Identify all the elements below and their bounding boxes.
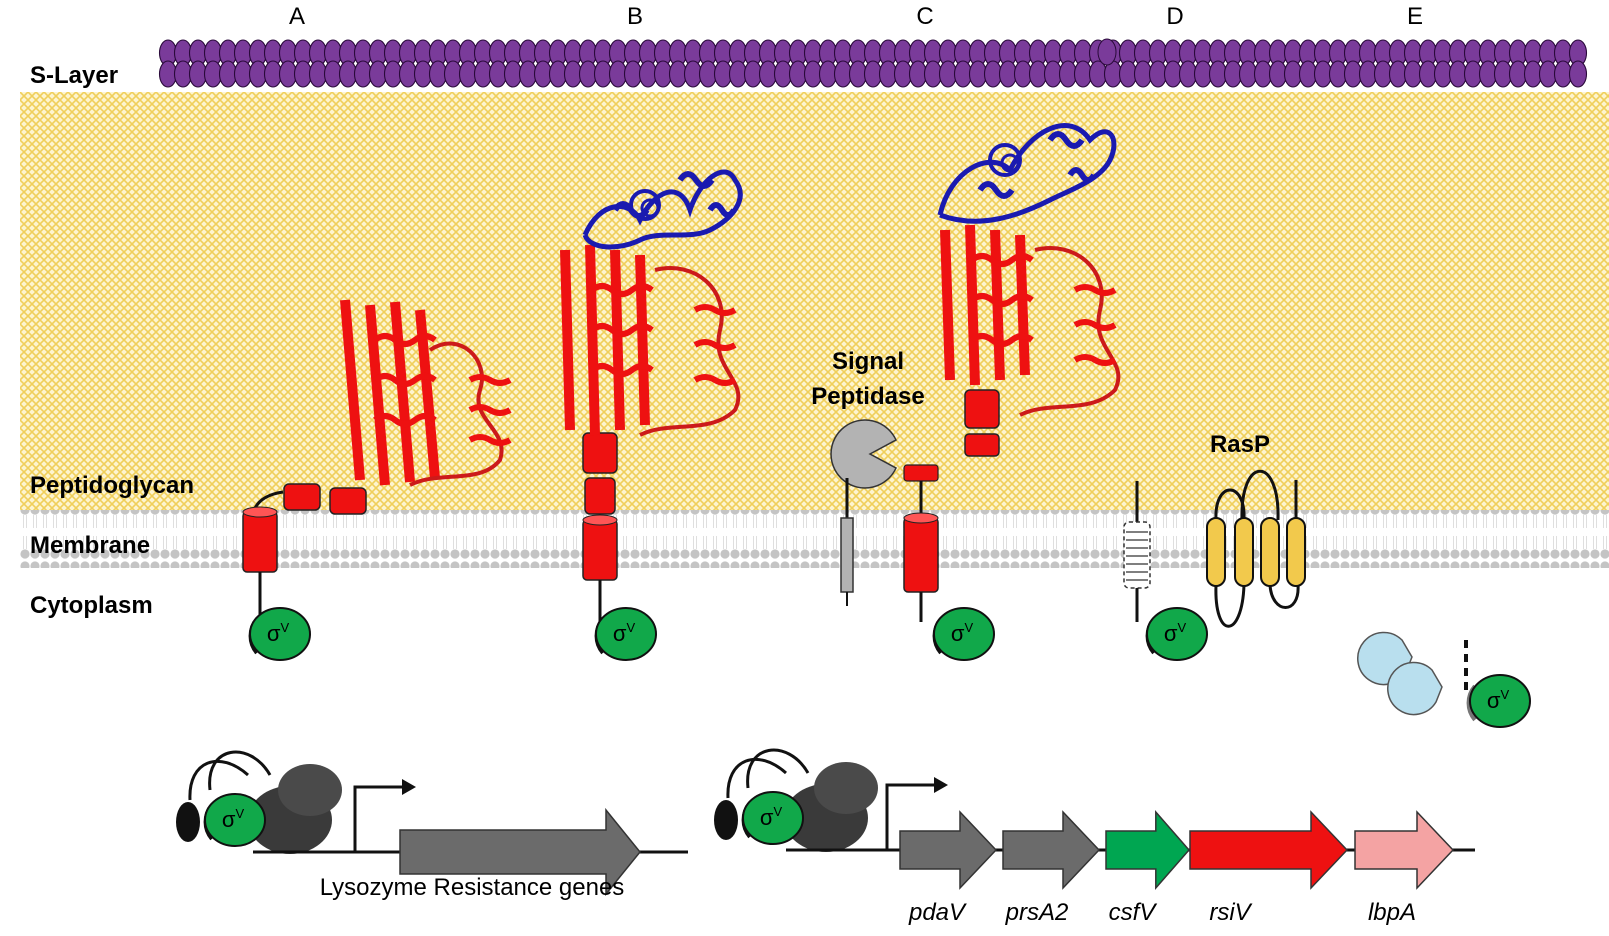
promoter-arrow-left [353, 785, 402, 852]
blue-domain-c [937, 123, 1117, 224]
s-layer-beads [158, 38, 1588, 88]
membrane-bilayer [20, 510, 1609, 568]
peptidoglycan-label: Peptidoglycan [30, 472, 194, 499]
membrane-label: Membrane [30, 532, 150, 559]
sigma-v-polymerase-left: σV [205, 794, 265, 846]
rsiv-column-a: σV [242, 299, 512, 660]
svg-text:σV: σV [1164, 620, 1187, 646]
rsiv-column-b: σV [560, 169, 743, 660]
lysozyme-genes-label: Lysozyme Resistance genes [320, 874, 625, 901]
rasp-protease [1206, 469, 1306, 628]
released-domain-c [937, 123, 1121, 457]
svg-text:σV: σV [1487, 687, 1510, 713]
signal-peptidase-label-1: Signal [832, 348, 904, 375]
rna-polymerase-left: σV [176, 750, 342, 854]
sigma-v-c: σV [934, 608, 994, 660]
rasp-column-d: σV RasP [1123, 431, 1306, 660]
svg-text:σV: σV [951, 620, 974, 646]
sigma-v-a: σV [250, 608, 310, 660]
gene-arrow-pdav [899, 810, 998, 890]
promoter-arrow-right [885, 783, 934, 850]
peptidoglycan-layer [20, 92, 1609, 512]
extracellular-domain-a [340, 299, 512, 487]
signal-peptidase [830, 419, 897, 606]
lysozyme-gene-arrow [399, 807, 641, 897]
column-label-e: E [1407, 3, 1423, 30]
rasp-label: RasP [1210, 431, 1270, 458]
svg-text:σV: σV [760, 804, 783, 830]
sigv-operon: σV pdaV prsA2 csfV rsiV lbpA [714, 748, 1475, 926]
gene-label-rsiv: rsiV [1209, 899, 1252, 926]
column-label-a: A [289, 3, 305, 30]
svg-text:σV: σV [613, 620, 636, 646]
column-label-c: C [916, 3, 933, 30]
sigma-v-b: σV [596, 608, 656, 660]
gene-arrow-csfv [1105, 810, 1190, 890]
protease-pacman-2 [1387, 661, 1443, 716]
gene-label-prsa2: prsA2 [1005, 899, 1069, 926]
s-layer-bead [1097, 38, 1117, 66]
gene-label-group: pdaV prsA2 csfV rsiV lbpA [908, 899, 1416, 926]
gene-arrow-lbpa [1354, 810, 1455, 890]
svg-text:σV: σV [267, 620, 290, 646]
rna-polymerase-right: σV [714, 748, 878, 852]
sigma-v-e: σV [1466, 674, 1531, 728]
s-layer-label: S-Layer [30, 62, 118, 89]
column-label-d: D [1166, 3, 1183, 30]
sigma-v-d: σV [1147, 608, 1207, 660]
sigma-v-polymerase-right: σV [743, 792, 803, 844]
svg-text:σV: σV [222, 806, 245, 832]
gene-label-lbpa: lbpA [1368, 899, 1416, 926]
extracellular-domain-b [560, 169, 743, 437]
gene-arrow-prsa2 [1002, 810, 1101, 890]
lysozyme-operon: σV Lysozyme Resistance genes [176, 750, 688, 901]
blue-domain-b [582, 169, 743, 250]
gene-label-pdav: pdaV [908, 899, 967, 926]
gene-label-csfv: csfV [1109, 899, 1158, 926]
cytoplasm-label: Cytoplasm [30, 592, 153, 619]
column-label-b: B [627, 3, 643, 30]
gene-arrow-rsiv [1189, 810, 1349, 890]
s-layer-bead [1568, 60, 1588, 88]
signal-peptidase-column-c: Signal Peptidase σV [811, 123, 1121, 660]
release-column-e: σV [1357, 631, 1531, 728]
signal-peptidase-label-2: Peptidase [811, 383, 924, 410]
gene-arrow-group [899, 810, 1455, 890]
